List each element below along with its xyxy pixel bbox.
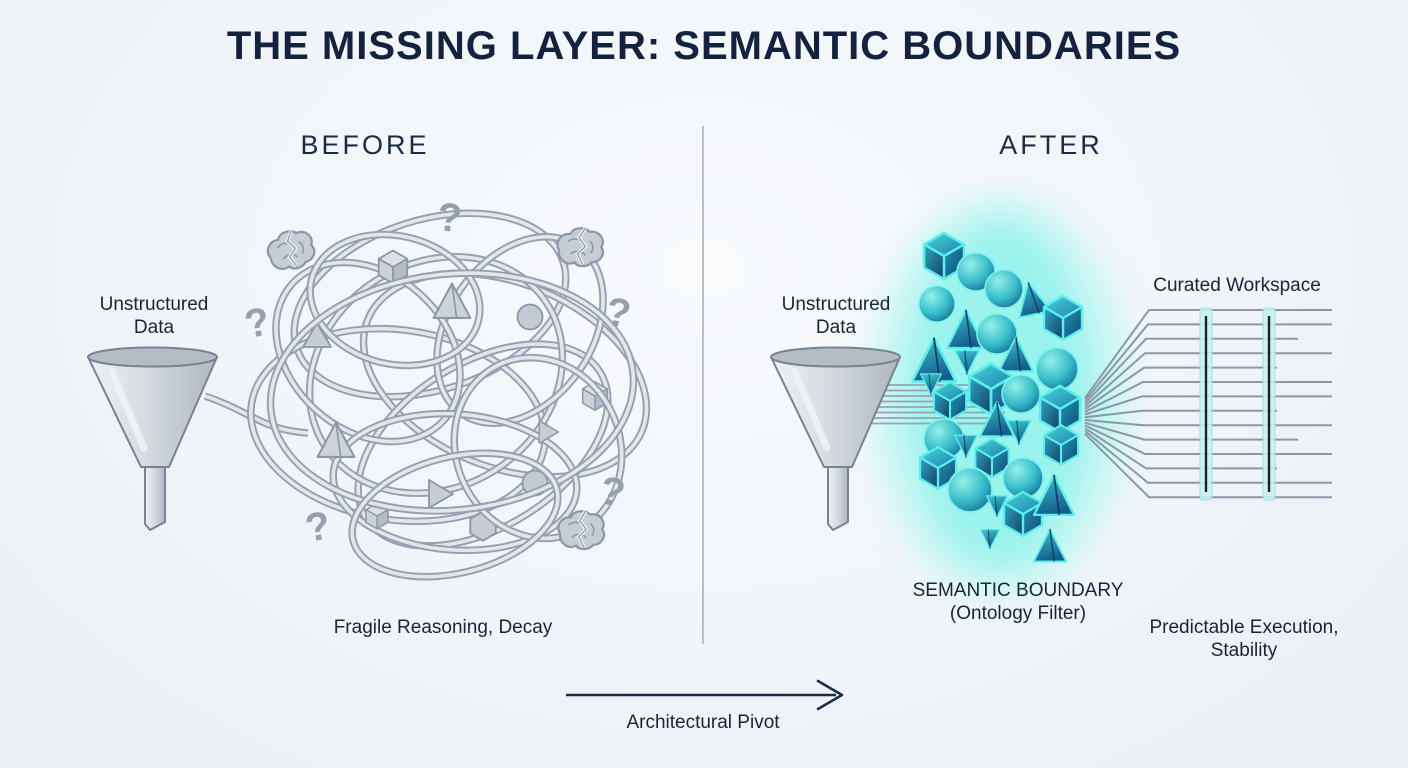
funnel-icon bbox=[88, 348, 217, 531]
broken-brain-icon bbox=[263, 226, 319, 274]
question-mark-icon: ? bbox=[241, 299, 274, 347]
pivot-arrow bbox=[566, 679, 844, 711]
after-panel-illustration bbox=[771, 195, 1332, 595]
broken-brain-icon bbox=[553, 223, 608, 271]
question-mark-icon: ? bbox=[435, 195, 464, 241]
question-mark-icon: ? bbox=[595, 468, 629, 517]
panel-divider bbox=[702, 126, 704, 644]
workspace-guardrail-bar bbox=[1199, 307, 1213, 501]
question-mark-icon: ? bbox=[602, 289, 634, 337]
before-panel-illustration: ? ? ? ? ? bbox=[88, 195, 651, 581]
workspace-guardrail-bar bbox=[1262, 307, 1276, 501]
question-mark-icon: ? bbox=[302, 503, 334, 551]
